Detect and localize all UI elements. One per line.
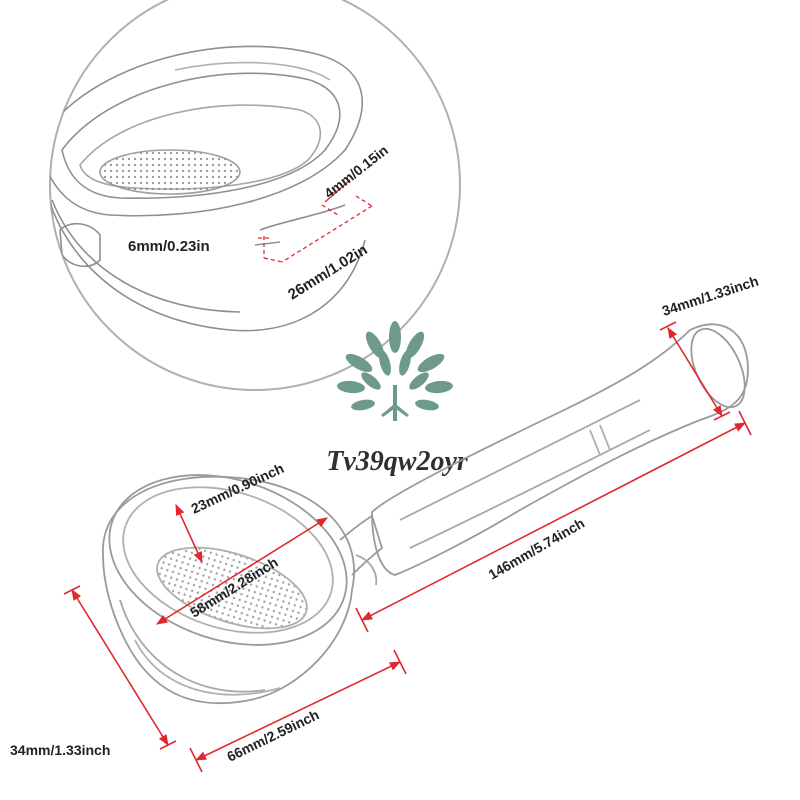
zoom-detail: [49, 0, 461, 391]
inner-diameter-line: [156, 517, 328, 625]
cup-rim: [108, 474, 348, 646]
zoom-circle-outline: [49, 0, 461, 391]
outer-diameter-line: [194, 661, 402, 761]
dimension-lines: [63, 321, 752, 773]
cup-rim-inner: [122, 486, 334, 634]
watermark-text: Tv39qw2oyr: [326, 446, 469, 477]
handle-length-line: [361, 422, 746, 621]
zoom-basket-drawing: [50, 45, 366, 332]
cup-height-line: [71, 589, 169, 746]
spout-width-label: 6mm/0.23in: [128, 238, 210, 255]
tree-logo-icon: [337, 321, 453, 421]
rim-height-line: [324, 179, 351, 203]
zoom-dimension-guides: [258, 195, 373, 263]
handle-diameter-line: [667, 327, 723, 417]
outer-diameter-label: 66mm/2.59inch: [224, 706, 321, 764]
cup-height-label: 34mm/1.33inch: [10, 742, 110, 758]
basket-depth-label: 23mm/0.90inch: [189, 460, 287, 517]
handle-diameter-label: 34mm/1.33inch: [660, 273, 760, 319]
